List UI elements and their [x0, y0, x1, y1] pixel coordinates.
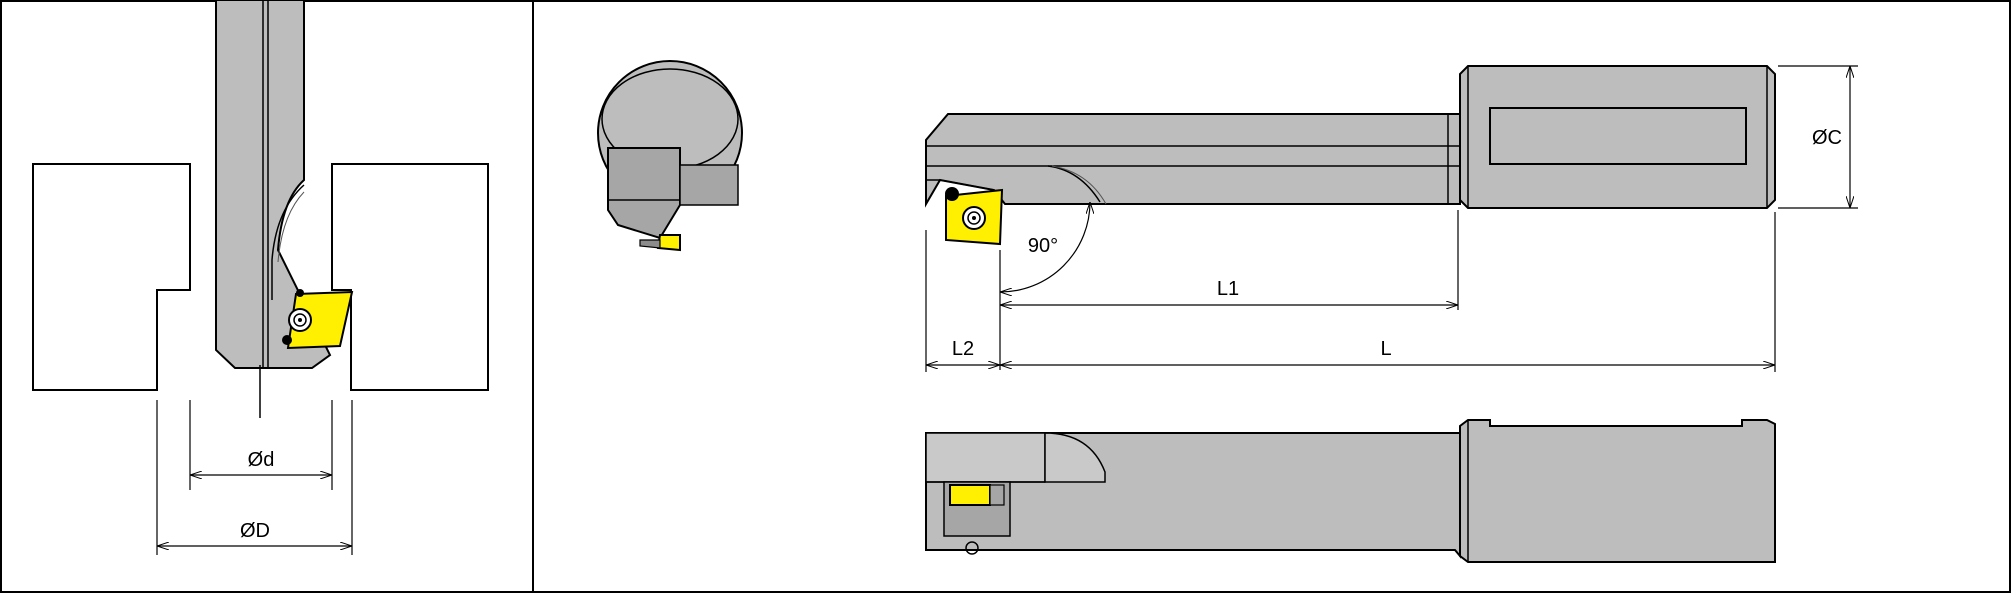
top-shank	[1459, 419, 1776, 563]
angle-label: 90°	[1028, 235, 1058, 257]
boring-bar	[215, 0, 332, 369]
insert-top	[949, 484, 991, 506]
min-bore-diameter-label: ØD	[240, 520, 270, 542]
length-l1-label: L1	[1217, 278, 1239, 300]
workpiece-right	[331, 163, 489, 391]
bore-view: Ød ØD	[32, 0, 489, 555]
workpiece-left	[32, 163, 191, 391]
length-l2-label: L2	[952, 338, 974, 360]
insert-left	[282, 289, 354, 350]
overall-length-label: L	[1380, 338, 1391, 360]
bore-diameter-label: Ød	[248, 449, 275, 471]
top-view	[925, 419, 1776, 563]
shank-flat	[1489, 107, 1747, 165]
end-view	[597, 60, 743, 252]
bar	[925, 113, 1461, 208]
side-view: 90° L1 L2 L ØC	[925, 65, 1858, 372]
shank	[1459, 65, 1776, 209]
insert-side	[945, 187, 1004, 246]
shank-diameter-label: ØC	[1812, 127, 1842, 149]
